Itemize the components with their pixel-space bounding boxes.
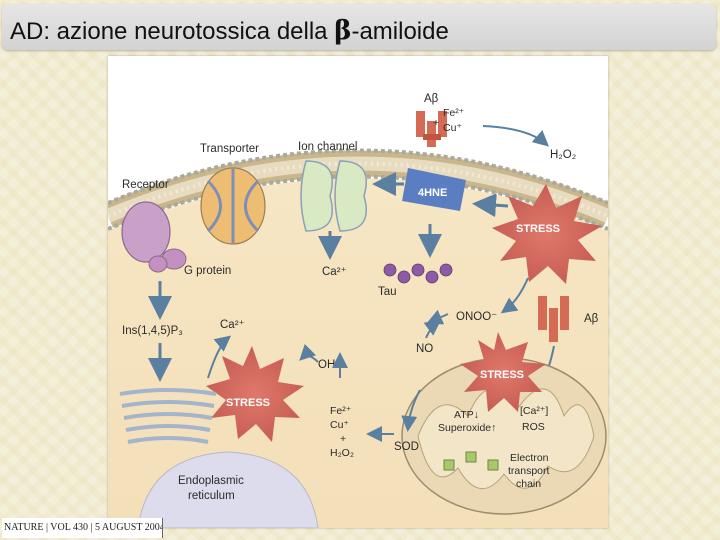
plus-label-bottom: +	[340, 433, 346, 445]
superoxide-label: Superoxide↑	[438, 422, 496, 434]
abeta-aggregate-top	[416, 111, 447, 147]
abeta-label-top: Aβ	[424, 93, 439, 105]
h2o2-label-top: H₂O₂	[550, 149, 576, 161]
stress-label-membrane: STRESS	[516, 223, 560, 235]
g-protein-label: G protein	[184, 265, 231, 277]
title-bar: AD: azione neurotossica della β-amiloide	[2, 4, 716, 50]
nucleus	[137, 451, 319, 528]
title-prefix: AD: azione neurotossica della	[10, 18, 335, 45]
er-stress-burst	[206, 346, 304, 442]
h2o2-label-bottom: H₂O₂	[330, 447, 354, 459]
membrane-stress-burst	[492, 184, 602, 284]
abeta-label-right: Aβ	[584, 313, 599, 325]
electron-label: Electron	[510, 452, 549, 464]
chain-label: chain	[516, 478, 541, 490]
fe2-label-top: Fe²⁺	[443, 107, 465, 119]
sod-label: SOD	[394, 441, 419, 453]
ca-er-label: Ca²⁺	[220, 319, 245, 331]
title-beta-symbol: β	[334, 16, 352, 46]
ion-channel	[300, 160, 367, 232]
electron-transport-complexes	[443, 451, 499, 471]
fourhne-band	[402, 168, 466, 211]
transport-label: transport	[508, 465, 550, 477]
receptor-label: Receptor	[122, 179, 169, 191]
slide-title: AD: azione neurotossica della β-amiloide	[10, 16, 449, 46]
ros-label: ROS	[522, 421, 545, 433]
no-label: NO	[416, 343, 433, 355]
fourhne-label: 4HNE	[418, 187, 447, 199]
cu-label-top: Cu⁺	[443, 122, 462, 134]
mito-stress-burst	[460, 332, 546, 412]
endoplasmic-reticulum	[119, 388, 217, 444]
transporter-label: Transporter	[200, 143, 259, 155]
ion-channel-label: Ion channel	[298, 141, 357, 153]
atp-label: ATP↓	[454, 409, 479, 421]
fe2-label-bottom: Fe²⁺	[330, 405, 352, 417]
oh-label: OH⁻	[318, 359, 341, 371]
ca-channel-label: Ca²⁺	[322, 266, 347, 278]
abeta-aggregate-right	[538, 296, 569, 342]
reticulum-label: reticulum	[188, 490, 235, 502]
stress-label-mito: STRESS	[480, 369, 524, 381]
tau-beads	[383, 263, 453, 284]
stress-label-er: STRESS	[226, 397, 270, 409]
ins-label: Ins(1,4,5)P₃	[122, 325, 183, 337]
source-citation: NATURE | VOL 430 | 5 AUGUST 2004 |	[2, 518, 163, 538]
plus-label-top: +	[433, 117, 439, 129]
ca-mito-label: [Ca²⁺]	[520, 405, 548, 417]
onoo-label: ONOO⁻	[456, 311, 497, 323]
pathway-figure: Aβ Fe²⁺ + Cu⁺ H₂O₂ Transporter Ion chann…	[108, 56, 608, 528]
transporter-protein	[200, 167, 266, 245]
tau-label: Tau	[378, 286, 397, 298]
endoplasmic-label: Endoplasmic	[178, 475, 244, 487]
cu-label-bottom: Cu⁺	[330, 419, 349, 431]
receptor-protein	[121, 201, 187, 273]
title-suffix: -amiloide	[351, 18, 449, 45]
